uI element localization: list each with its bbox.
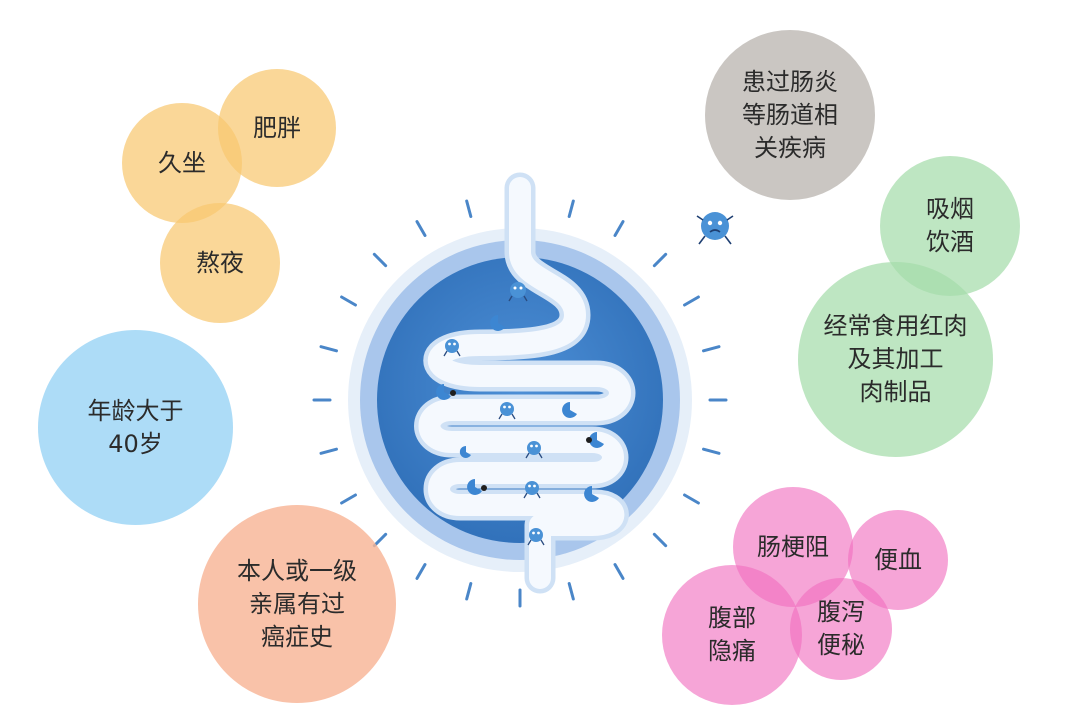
bubble-age: 年龄大于 40岁 xyxy=(38,330,233,525)
bubble-line: 肉制品 xyxy=(859,378,932,406)
ray xyxy=(340,493,357,505)
bubble-line: 等肠道相 xyxy=(742,100,838,129)
ray xyxy=(372,252,388,268)
bubble-intestinal-disease: 患过肠炎 等肠道相 关疾病 xyxy=(705,30,875,200)
bubble-bowel-change: 腹泻 便秘 xyxy=(790,578,892,680)
ray xyxy=(415,563,427,580)
microbe-icon xyxy=(525,441,543,459)
bubble-line: 久坐 xyxy=(158,148,206,177)
bubble-text: 年龄大于 40岁 xyxy=(88,395,184,461)
ray xyxy=(319,345,338,353)
bubble-line: 本人或一级 xyxy=(237,556,357,585)
bubble-text: 腹泻 便秘 xyxy=(817,596,865,662)
bubble-bleeding: 便血 xyxy=(848,510,948,610)
microbe-icon xyxy=(562,402,577,418)
ray xyxy=(702,447,721,455)
bubble-red-meat: 经常食用红肉 及其加工 肉制品 xyxy=(798,262,993,457)
ray xyxy=(415,220,427,237)
intestine-highlight xyxy=(418,177,631,589)
ray xyxy=(613,563,625,580)
bubble-text: 患过肠炎 等肠道相 关疾病 xyxy=(742,66,838,165)
bubble-text: 吸烟 饮酒 xyxy=(926,193,974,259)
bubble-line: 熬夜 xyxy=(196,248,244,277)
bubble-line: 便秘 xyxy=(817,631,865,659)
bubble-line: 饮酒 xyxy=(926,228,974,256)
bubble-line: 吸烟 xyxy=(926,195,974,223)
bubble-line: 患过肠炎 xyxy=(742,67,838,96)
bubble-text: 经常食用红肉 及其加工 肉制品 xyxy=(824,310,968,409)
bubble-line: 便血 xyxy=(874,545,922,574)
microbe-icon xyxy=(586,432,604,448)
bubble-family-history: 本人或一级 亲属有过 癌症史 xyxy=(198,505,396,703)
bubble-line: 隐痛 xyxy=(708,637,756,665)
bubble-line: 肥胖 xyxy=(253,113,301,142)
bubble-late-night: 熬夜 xyxy=(160,203,280,323)
germ-icon xyxy=(696,212,734,245)
bubble-line: 亲属有过 xyxy=(249,589,345,618)
ray xyxy=(567,582,575,601)
sun-rays xyxy=(312,192,728,608)
ray xyxy=(652,532,668,548)
bubble-line: 关疾病 xyxy=(754,133,826,162)
ray xyxy=(465,199,473,218)
ray xyxy=(319,447,338,455)
bubble-text: 腹部 隐痛 xyxy=(708,602,756,668)
microbe-icon xyxy=(467,479,487,495)
ray xyxy=(613,220,625,237)
microbe-icon xyxy=(527,528,545,546)
bubble-line: 年龄大于 xyxy=(87,396,184,425)
ray xyxy=(652,252,668,268)
ray xyxy=(567,199,575,218)
bubble-line: 40岁 xyxy=(108,429,163,458)
microbe-icon xyxy=(459,445,471,458)
microbe-icon xyxy=(443,339,461,357)
bubble-text: 本人或一级 亲属有过 癌症史 xyxy=(237,555,357,654)
microbe-icon xyxy=(584,486,599,502)
microbe-icon xyxy=(523,481,541,499)
ray xyxy=(702,345,721,353)
bubble-line: 癌症史 xyxy=(261,622,333,651)
bubble-line: 腹泻 xyxy=(817,598,865,626)
microbe-icon xyxy=(436,384,456,400)
ray xyxy=(340,295,357,307)
ray xyxy=(465,582,473,601)
bubble-obesity: 肥胖 xyxy=(218,69,336,187)
bubble-line: 经常食用红肉 xyxy=(823,312,968,340)
bubble-line: 及其加工 xyxy=(847,345,944,373)
ray xyxy=(683,493,700,505)
microbe-icon xyxy=(498,402,516,420)
bubble-abdominal-pain: 腹部 隐痛 xyxy=(662,565,802,705)
bubble-line: 肠梗阻 xyxy=(757,532,829,561)
microbe-icon xyxy=(490,315,505,331)
microbe-icon xyxy=(508,282,528,302)
ray xyxy=(683,295,700,307)
bubble-line: 腹部 xyxy=(708,604,756,632)
